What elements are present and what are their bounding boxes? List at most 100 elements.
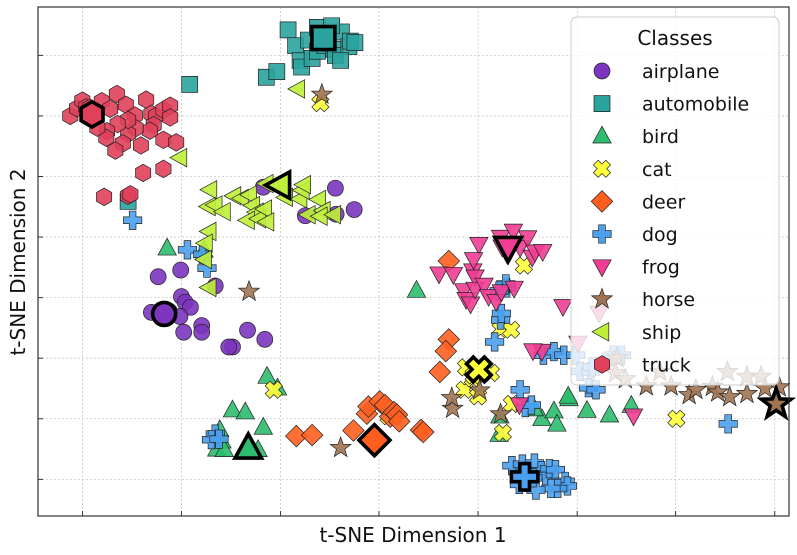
point-bird xyxy=(599,404,620,423)
point-dog xyxy=(123,210,143,230)
point-airplane xyxy=(345,201,363,218)
centroid-horse xyxy=(756,383,797,421)
point-bird xyxy=(544,400,564,419)
point-frog xyxy=(553,299,573,318)
point-automobile xyxy=(268,63,286,80)
centroid-deer xyxy=(356,422,393,459)
legend-marker-truck xyxy=(594,355,610,374)
point-dog xyxy=(718,414,738,434)
point-ship xyxy=(212,201,231,222)
centroid-cat xyxy=(463,354,494,385)
legend-label-dog: dog xyxy=(642,224,678,246)
point-horse xyxy=(441,396,464,419)
point-bird xyxy=(558,385,579,404)
point-dog xyxy=(496,274,516,294)
point-dog xyxy=(586,380,606,400)
legend-label-ship: ship xyxy=(642,322,681,344)
point-horse xyxy=(440,386,464,408)
point-horse xyxy=(237,279,261,302)
point-ship xyxy=(239,185,257,205)
point-airplane xyxy=(239,321,256,339)
point-deer xyxy=(300,423,324,447)
centroid-ship xyxy=(261,168,292,202)
point-frog xyxy=(504,280,524,299)
point-deer xyxy=(342,419,365,442)
point-airplane xyxy=(175,323,193,341)
point-bird xyxy=(547,413,567,432)
point-truck xyxy=(155,159,172,179)
point-ship xyxy=(199,179,218,200)
legend-label-cat: cat xyxy=(642,159,672,181)
point-truck xyxy=(122,185,139,204)
point-frog xyxy=(429,266,449,285)
point-frog xyxy=(463,252,484,271)
point-cat xyxy=(667,409,686,428)
legend-marker-airplane xyxy=(593,62,611,80)
point-truck xyxy=(96,187,113,207)
centroid-bird xyxy=(232,430,265,460)
point-truck xyxy=(132,136,149,155)
point-automobile xyxy=(346,34,364,51)
point-airplane xyxy=(256,331,274,348)
x-axis-title: t-SNE Dimension 1 xyxy=(319,523,506,547)
point-horse xyxy=(468,378,491,400)
point-airplane xyxy=(193,323,211,341)
legend-marker-ship xyxy=(591,322,610,342)
point-frog xyxy=(503,223,524,242)
point-ship xyxy=(293,174,312,195)
point-horse xyxy=(684,377,708,400)
point-frog xyxy=(469,237,489,255)
point-ship xyxy=(254,199,272,219)
point-bird xyxy=(157,237,177,256)
point-frog xyxy=(443,267,464,285)
centroid-airplane xyxy=(150,300,178,328)
centroid-markers xyxy=(79,24,797,492)
point-dog xyxy=(541,478,561,499)
point-cat xyxy=(264,380,283,399)
point-horse xyxy=(310,82,334,105)
point-truck xyxy=(168,133,185,152)
legend-marker-deer xyxy=(590,190,614,213)
point-automobile xyxy=(181,76,199,93)
point-airplane xyxy=(327,179,344,197)
point-airplane xyxy=(220,338,238,356)
centroid-automobile xyxy=(310,24,337,52)
point-deer xyxy=(387,410,411,433)
point-truck xyxy=(135,163,152,183)
point-bird xyxy=(253,416,274,435)
y-axis-title: t-SNE Dimension 2 xyxy=(6,168,30,355)
point-ship xyxy=(308,189,327,210)
legend-marker-horse xyxy=(590,287,614,309)
point-frog xyxy=(532,244,553,263)
legend-label-deer: deer xyxy=(642,191,685,213)
legend-label-frog: frog xyxy=(642,257,680,279)
legend-marker-automobile xyxy=(593,95,611,112)
point-ship xyxy=(287,79,306,99)
point-cat xyxy=(493,423,512,443)
legend-label-truck: truck xyxy=(642,354,691,376)
point-frog xyxy=(491,284,512,303)
point-ship xyxy=(169,147,188,168)
legend-box xyxy=(570,16,780,386)
point-horse xyxy=(718,385,741,407)
point-deer xyxy=(428,360,452,384)
point-ship xyxy=(256,212,275,232)
point-truck xyxy=(108,84,125,104)
legend-label-horse: horse xyxy=(642,289,695,311)
point-frog xyxy=(523,343,543,362)
point-ship xyxy=(323,204,342,225)
legend-label-bird: bird xyxy=(642,126,679,148)
point-ship xyxy=(198,277,217,298)
legend-marker-bird xyxy=(592,125,612,144)
point-frog xyxy=(460,296,481,315)
point-airplane xyxy=(172,261,190,279)
point-deer xyxy=(434,339,458,363)
legend-items: airplaneautomobilebirdcatdeerdogfroghors… xyxy=(590,61,749,376)
point-deer xyxy=(411,420,435,444)
point-automobile xyxy=(279,21,297,39)
point-frog xyxy=(623,408,644,427)
legend-marker-dog xyxy=(592,224,612,244)
point-ship xyxy=(194,233,213,253)
point-automobile xyxy=(332,52,349,69)
